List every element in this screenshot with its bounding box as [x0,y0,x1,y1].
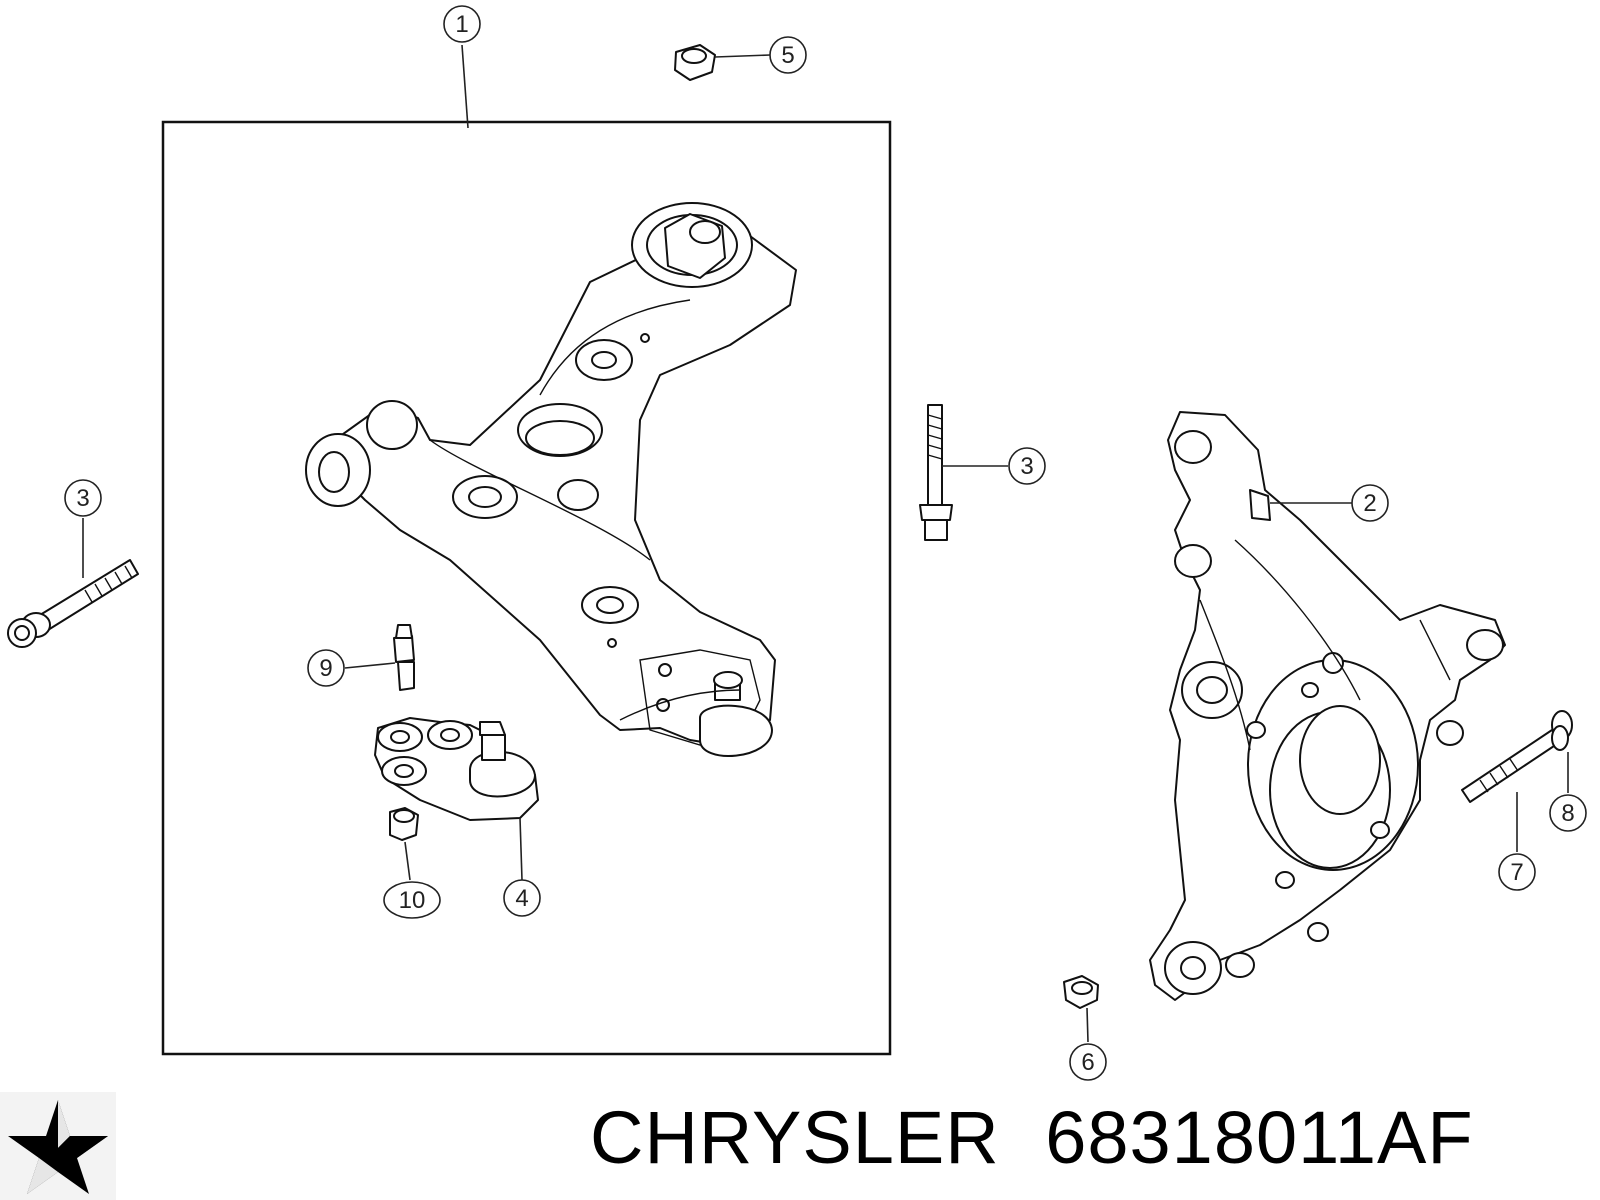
chrysler-pentastar-icon [0,1092,116,1200]
nut-10 [389,807,419,841]
callout-5 [769,36,807,74]
callout-8 [1549,794,1587,832]
steering-knuckle [1149,411,1506,1001]
callout-3-left-label: 3 [76,485,89,512]
callout-7 [1498,853,1536,891]
callout-8-label: 8 [1561,800,1574,827]
ball-joint [374,717,539,821]
part-number: 68318011AF [1045,1096,1474,1179]
callout-10-label: 10 [399,887,426,914]
callout-9 [307,649,345,687]
control-arm [305,202,797,757]
callout-1-label: 1 [455,11,468,38]
callout-4-label: 4 [515,885,528,912]
callout-1 [443,5,481,43]
callout-3-right-label: 3 [1020,453,1033,480]
callout-2-label: 2 [1363,490,1376,517]
brand-name: CHRYSLER [590,1096,1000,1179]
part-caption: CHRYSLER 68318011AF [590,1088,1580,1188]
bolt-9 [393,624,415,691]
nut-top [674,44,716,81]
bolt-7-8 [1461,710,1573,803]
assembly-box [161,120,892,1056]
bolt-left [7,559,139,648]
callout-7-label: 7 [1510,859,1523,886]
callout-2 [1351,484,1389,522]
callout-6 [1069,1043,1107,1081]
callout-9-label: 9 [319,655,332,682]
nut-6 [1063,975,1099,1009]
callout-3-left [64,479,102,517]
callout-5-label: 5 [781,42,794,69]
callout-6-label: 6 [1081,1049,1094,1076]
callout-4 [503,879,541,917]
callout-3-right [1008,447,1046,485]
callout-10 [383,881,441,919]
bolt-right [919,404,953,541]
